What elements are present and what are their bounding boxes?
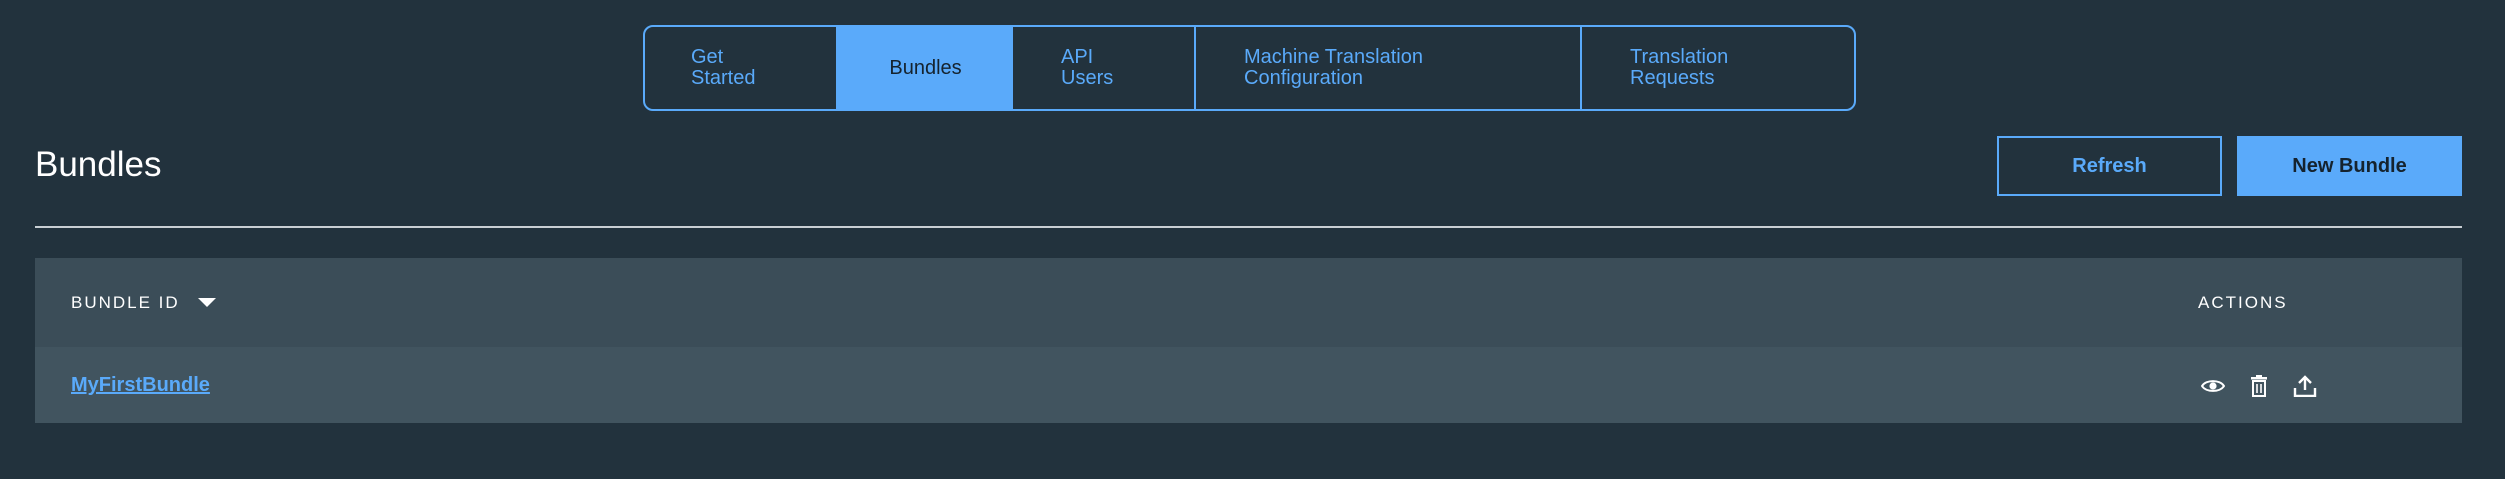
tab-get-started[interactable]: Get Started [645,27,838,109]
tab-label-line2: Configuration [1244,67,1363,89]
page-title: Bundles [35,145,162,184]
bundles-table: BUNDLE ID ACTIONS MyFirstBundle [35,258,2462,423]
table-row: MyFirstBundle [35,347,2462,423]
actions-column-header: ACTIONS [2198,292,2288,312]
tab-translation-requests[interactable]: Translation Requests [1582,27,1854,109]
bundle-link[interactable]: MyFirstBundle [71,374,210,396]
tab-machine-translation-configuration[interactable]: Machine Translation Configuration [1196,27,1582,109]
tab-label-line2: Requests [1630,67,1715,89]
tab-bundles[interactable]: Bundles [838,27,1013,109]
refresh-button[interactable]: Refresh [1997,136,2222,196]
tab-label-line1: Get [691,46,724,68]
tab-label-line1: Machine Translation [1244,46,1423,68]
tab-label-line1: Translation [1630,46,1729,68]
header-divider [35,226,2462,228]
caret-down-icon [197,298,216,307]
new-bundle-button[interactable]: New Bundle [2237,136,2462,196]
main-tabs: Get Started Bundles API Users Machine Tr… [643,25,1856,111]
bundle-id-header-label: BUNDLE ID [71,292,180,312]
view-icon[interactable] [2198,372,2228,400]
tab-label: Bundles [889,56,962,79]
tab-api-users[interactable]: API Users [1013,27,1196,109]
delete-icon[interactable] [2244,372,2274,400]
upload-icon[interactable] [2290,372,2320,400]
tab-label-line2: Started [691,67,756,89]
tab-label-line2: Users [1061,67,1114,89]
table-header: BUNDLE ID ACTIONS [35,258,2462,347]
tab-label-line1: API [1061,46,1094,68]
bundle-id-column-header[interactable]: BUNDLE ID [71,293,216,313]
row-actions [2198,372,2320,400]
